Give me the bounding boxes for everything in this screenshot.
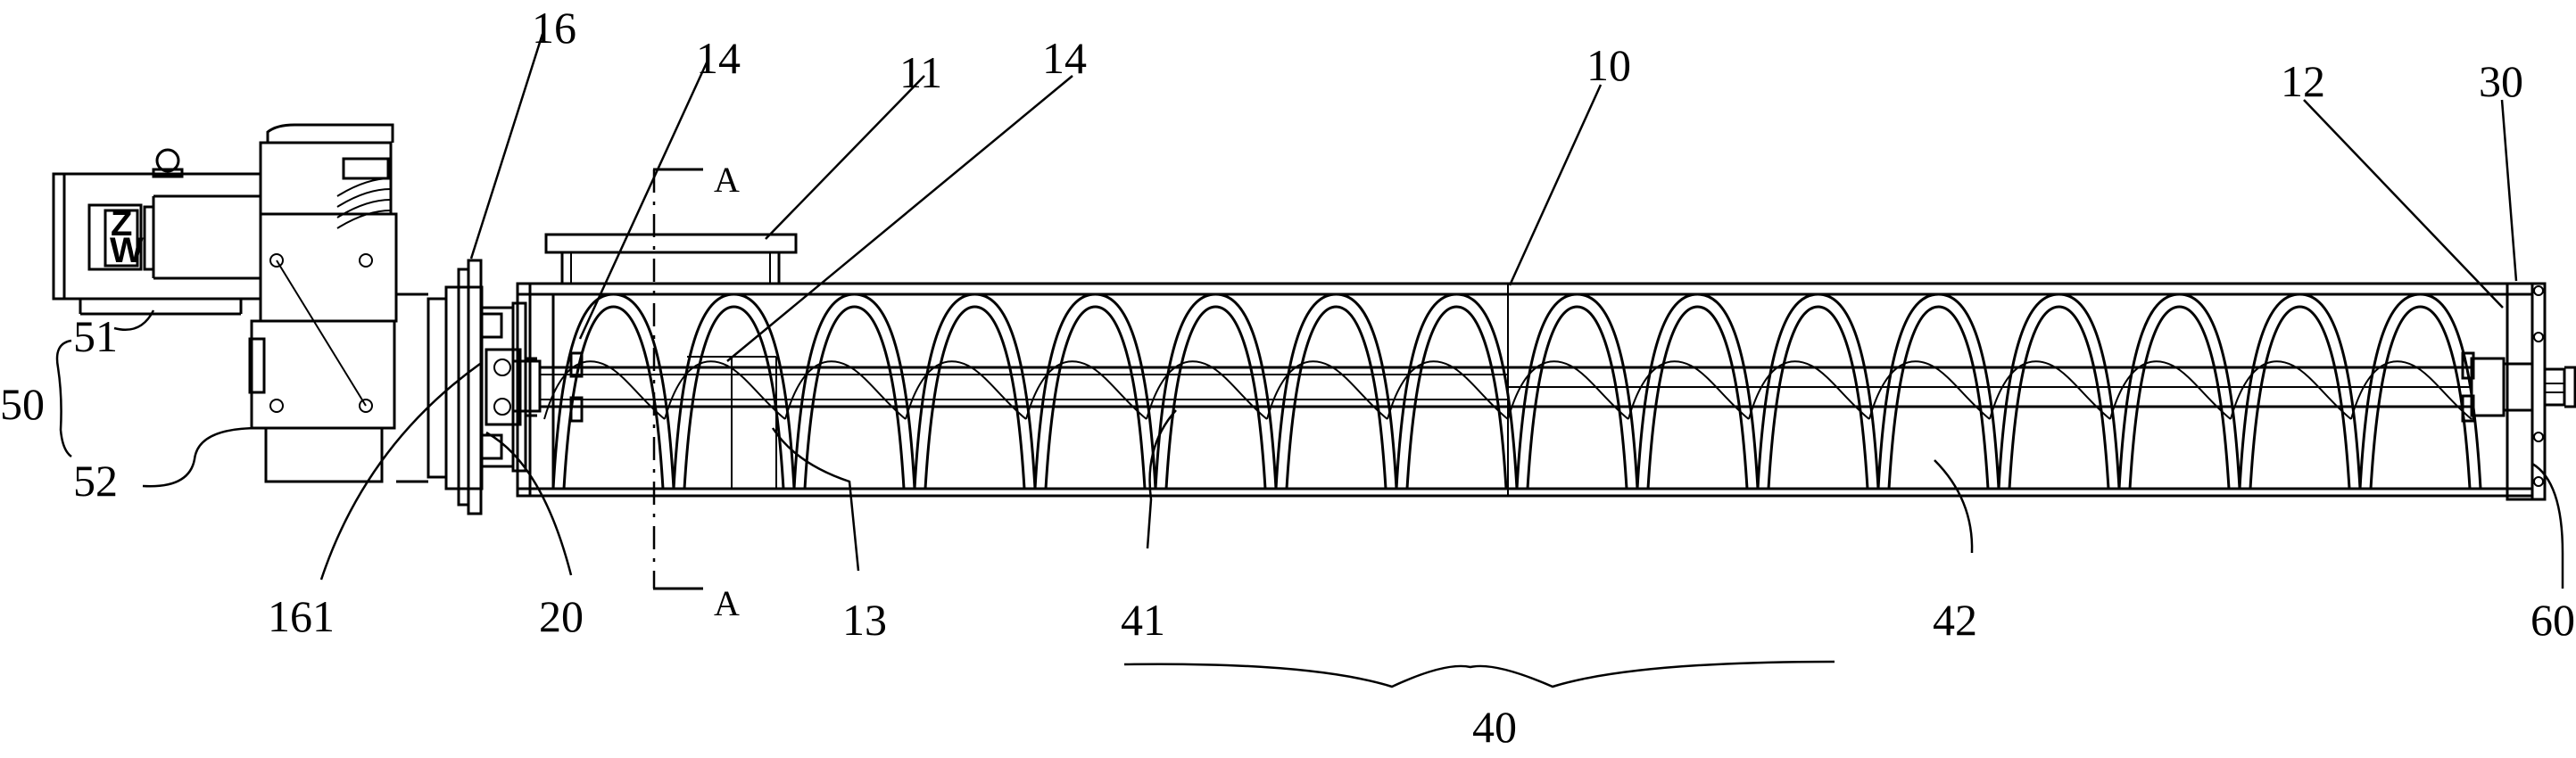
flight-inner <box>1646 305 1749 490</box>
motor-logo-top: Z <box>111 204 132 243</box>
flight-outer <box>792 292 916 490</box>
screw-flights <box>543 292 2482 490</box>
trough <box>516 282 2532 498</box>
flight-outer <box>1274 292 1398 490</box>
flight-back <box>905 360 1027 420</box>
callout-labels: 16 14 11 14 10 12 30 51 50 52 161 20 13 … <box>0 3 2575 752</box>
label-161: 161 <box>268 591 335 641</box>
flight-inner <box>924 305 1026 490</box>
label-52: 52 <box>73 456 118 506</box>
flight-inner <box>2369 305 2472 490</box>
flight-outer <box>1997 292 2121 490</box>
flight-back <box>1748 360 1870 420</box>
feed-inlet <box>544 233 798 284</box>
section-line: A A <box>652 160 740 623</box>
flight-inner <box>1526 305 1628 490</box>
flight-outer <box>1154 292 1278 490</box>
flight-outer <box>1033 292 1157 490</box>
flight-inner <box>2008 305 2110 490</box>
flight-back <box>543 360 666 420</box>
label-11: 11 <box>899 47 942 97</box>
flight-outer <box>1395 292 1519 490</box>
flight-back <box>1507 360 1629 420</box>
label-12: 12 <box>2281 56 2325 106</box>
flight-back <box>1628 360 1750 420</box>
flight-back <box>2109 360 2232 420</box>
flight-back <box>2350 360 2472 420</box>
flight-back <box>2230 360 2352 420</box>
flight-inner <box>1405 305 1508 490</box>
flight-inner <box>2128 305 2231 490</box>
motor-logo-bottom: W <box>110 231 144 270</box>
label-20: 20 <box>539 591 584 641</box>
flight-outer <box>2117 292 2241 490</box>
label-30: 30 <box>2479 56 2523 106</box>
flight-inner <box>803 305 906 490</box>
flight-back <box>784 360 907 420</box>
motor: Z W <box>52 148 262 316</box>
flight-inner <box>683 305 785 490</box>
label-13: 13 <box>842 595 887 645</box>
label-10: 10 <box>1586 40 1631 90</box>
flight-back <box>664 360 786 420</box>
label-16: 16 <box>532 3 576 53</box>
flight-outer <box>2358 292 2482 490</box>
flight-back <box>1989 360 2111 420</box>
flight-back <box>1025 360 1147 420</box>
flight-back <box>1868 360 1991 420</box>
label-51: 51 <box>73 311 118 361</box>
flight-outer <box>1515 292 1639 490</box>
section-label-top: A <box>714 160 740 200</box>
label-60: 60 <box>2530 595 2575 645</box>
flight-back <box>1146 360 1268 420</box>
label-14-left: 14 <box>696 33 741 83</box>
reducer <box>248 123 484 490</box>
leader-lines <box>55 33 2564 688</box>
drive-flange <box>457 259 542 515</box>
flight-inner <box>1767 305 1869 490</box>
flight-outer <box>913 292 1037 490</box>
flight-inner <box>1164 305 1267 490</box>
section-label-bottom: A <box>714 583 740 623</box>
label-41: 41 <box>1121 595 1165 645</box>
flight-outer <box>1636 292 1760 490</box>
tail-end <box>2461 282 2576 501</box>
flight-outer <box>1756 292 1880 490</box>
label-14-right: 14 <box>1042 33 1087 83</box>
flight-outer <box>2238 292 2362 490</box>
label-40: 40 <box>1472 702 1517 752</box>
flight-inner <box>1285 305 1387 490</box>
flight-outer <box>1876 292 2000 490</box>
flight-back <box>1266 360 1388 420</box>
flight-inner <box>562 305 665 490</box>
label-50: 50 <box>0 379 45 429</box>
flight-inner <box>2249 305 2351 490</box>
flight-outer <box>551 292 675 490</box>
flight-inner <box>1044 305 1147 490</box>
flight-inner <box>1887 305 1990 490</box>
flight-back <box>1387 360 1509 420</box>
label-42: 42 <box>1933 595 1977 645</box>
